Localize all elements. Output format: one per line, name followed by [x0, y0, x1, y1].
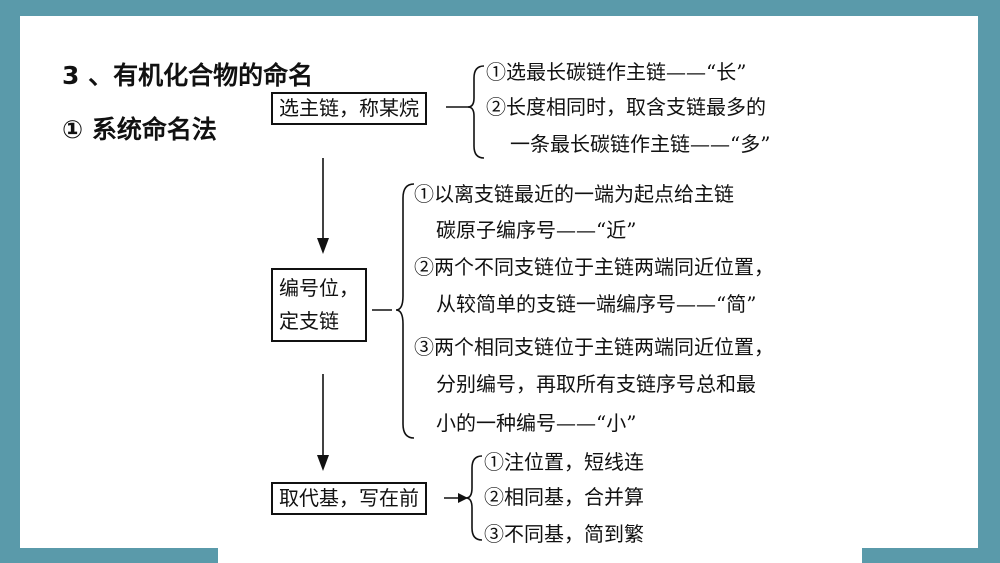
page-title: 3 、有机化合物的命名	[62, 61, 314, 90]
bottom-bar-left	[0, 548, 218, 563]
slide-background	[20, 16, 978, 548]
bottom-bar-right	[862, 548, 1000, 563]
down-arrow-2-head	[317, 455, 329, 471]
brace-3	[465, 455, 483, 541]
step2-rule-5: ③两个相同支链位于主链两端同近位置，	[414, 335, 774, 359]
step3-rule-3: ③不同基，简到繁	[484, 522, 644, 546]
bottom-bar-gap	[218, 548, 862, 563]
step2-rule-1: ①以离支链最近的一端为起点给主链	[414, 182, 734, 206]
step2-rule-3: ②两个不同支链位于主链两端同近位置，	[414, 255, 774, 279]
step1-box: 选主链，称某烷	[271, 92, 427, 125]
step2-box: 编号位， 定支链	[271, 268, 367, 342]
brace-2	[395, 183, 415, 439]
step3-rule-1: ①注位置，短线连	[484, 450, 644, 474]
step2-box-line2: 定支链	[279, 309, 339, 333]
step1-rule-3: 一条最长碳链作主链——“多”	[510, 132, 771, 156]
brace-1	[467, 65, 485, 159]
step1-rule-2: ②长度相同时，取含支链最多的	[486, 95, 766, 119]
step2-rule-7: 小的一种编号——“小”	[436, 411, 637, 435]
step1-rule-1: ①选最长碳链作主链——“长”	[486, 60, 747, 84]
step2-rule-6: 分别编号，再取所有支链序号总和最	[436, 372, 756, 396]
down-arrow-1-head	[317, 238, 329, 254]
section-subtitle: ① 系统命名法	[62, 115, 217, 144]
arrow-3-head	[458, 493, 468, 503]
step2-rule-2: 碳原子编序号——“近”	[436, 218, 637, 242]
step3-box: 取代基，写在前	[271, 482, 427, 515]
step2-rule-4: 从较简单的支链一端编序号——“简”	[436, 292, 757, 316]
step2-box-line1: 编号位，	[279, 276, 359, 300]
step3-rule-2: ②相同基，合并算	[484, 485, 644, 509]
